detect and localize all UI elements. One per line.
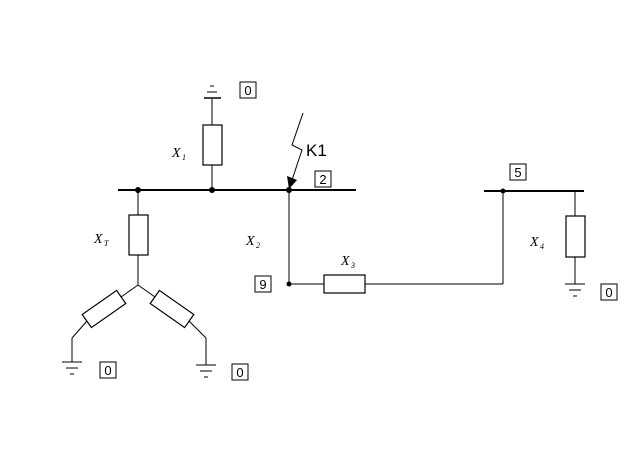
- node-label-2: 2: [319, 172, 326, 187]
- fault-label-k1: K1: [306, 141, 327, 160]
- label-x2: X: [245, 234, 255, 249]
- node-label-9: 9: [259, 277, 266, 292]
- branch-xt: [62, 190, 216, 378]
- label-x2-sub: 2: [256, 241, 260, 250]
- node-box-ground-left: [99, 361, 117, 379]
- junction-dot: [286, 187, 292, 193]
- resistor-x1: [202, 124, 223, 166]
- node-box-9: [254, 275, 272, 293]
- fault-arrow-icon: [287, 112, 304, 189]
- node-box-ground-mid: [231, 363, 249, 381]
- label-x1-sub: 1: [182, 153, 186, 162]
- label-x1: X: [171, 146, 181, 161]
- node-label-ground-top: 0: [244, 83, 251, 98]
- label-x3: X: [340, 254, 350, 269]
- resistor-x4: [565, 215, 586, 258]
- junction-dot: [135, 187, 141, 193]
- resistor-xt: [128, 214, 149, 256]
- branch-x1: [202, 85, 223, 190]
- label-xt: X: [93, 232, 103, 247]
- resistor-star-left: [81, 289, 127, 329]
- node-label-ground-left: 0: [104, 363, 111, 378]
- node-box-ground-top: [239, 81, 257, 99]
- label-x4: X: [529, 235, 539, 250]
- junction-dot: [500, 188, 506, 194]
- node-label-ground-right: 0: [605, 285, 612, 300]
- node-box-2: [314, 170, 332, 188]
- junction-dot: [286, 281, 292, 287]
- node-label-5: 5: [514, 165, 521, 180]
- node-box-ground-right: [600, 283, 618, 301]
- branch-line: [288, 190, 504, 294]
- label-xt-sub: T: [104, 239, 109, 248]
- junction-dot: [209, 187, 215, 193]
- resistor-x3: [323, 274, 366, 294]
- node-box-5: [509, 163, 527, 181]
- label-x4-sub: 4: [540, 242, 544, 251]
- label-x3-sub: 3: [350, 261, 355, 270]
- node-label-ground-mid: 0: [236, 365, 243, 380]
- branch-x4: [565, 191, 586, 297]
- resistor-star-right: [149, 289, 195, 329]
